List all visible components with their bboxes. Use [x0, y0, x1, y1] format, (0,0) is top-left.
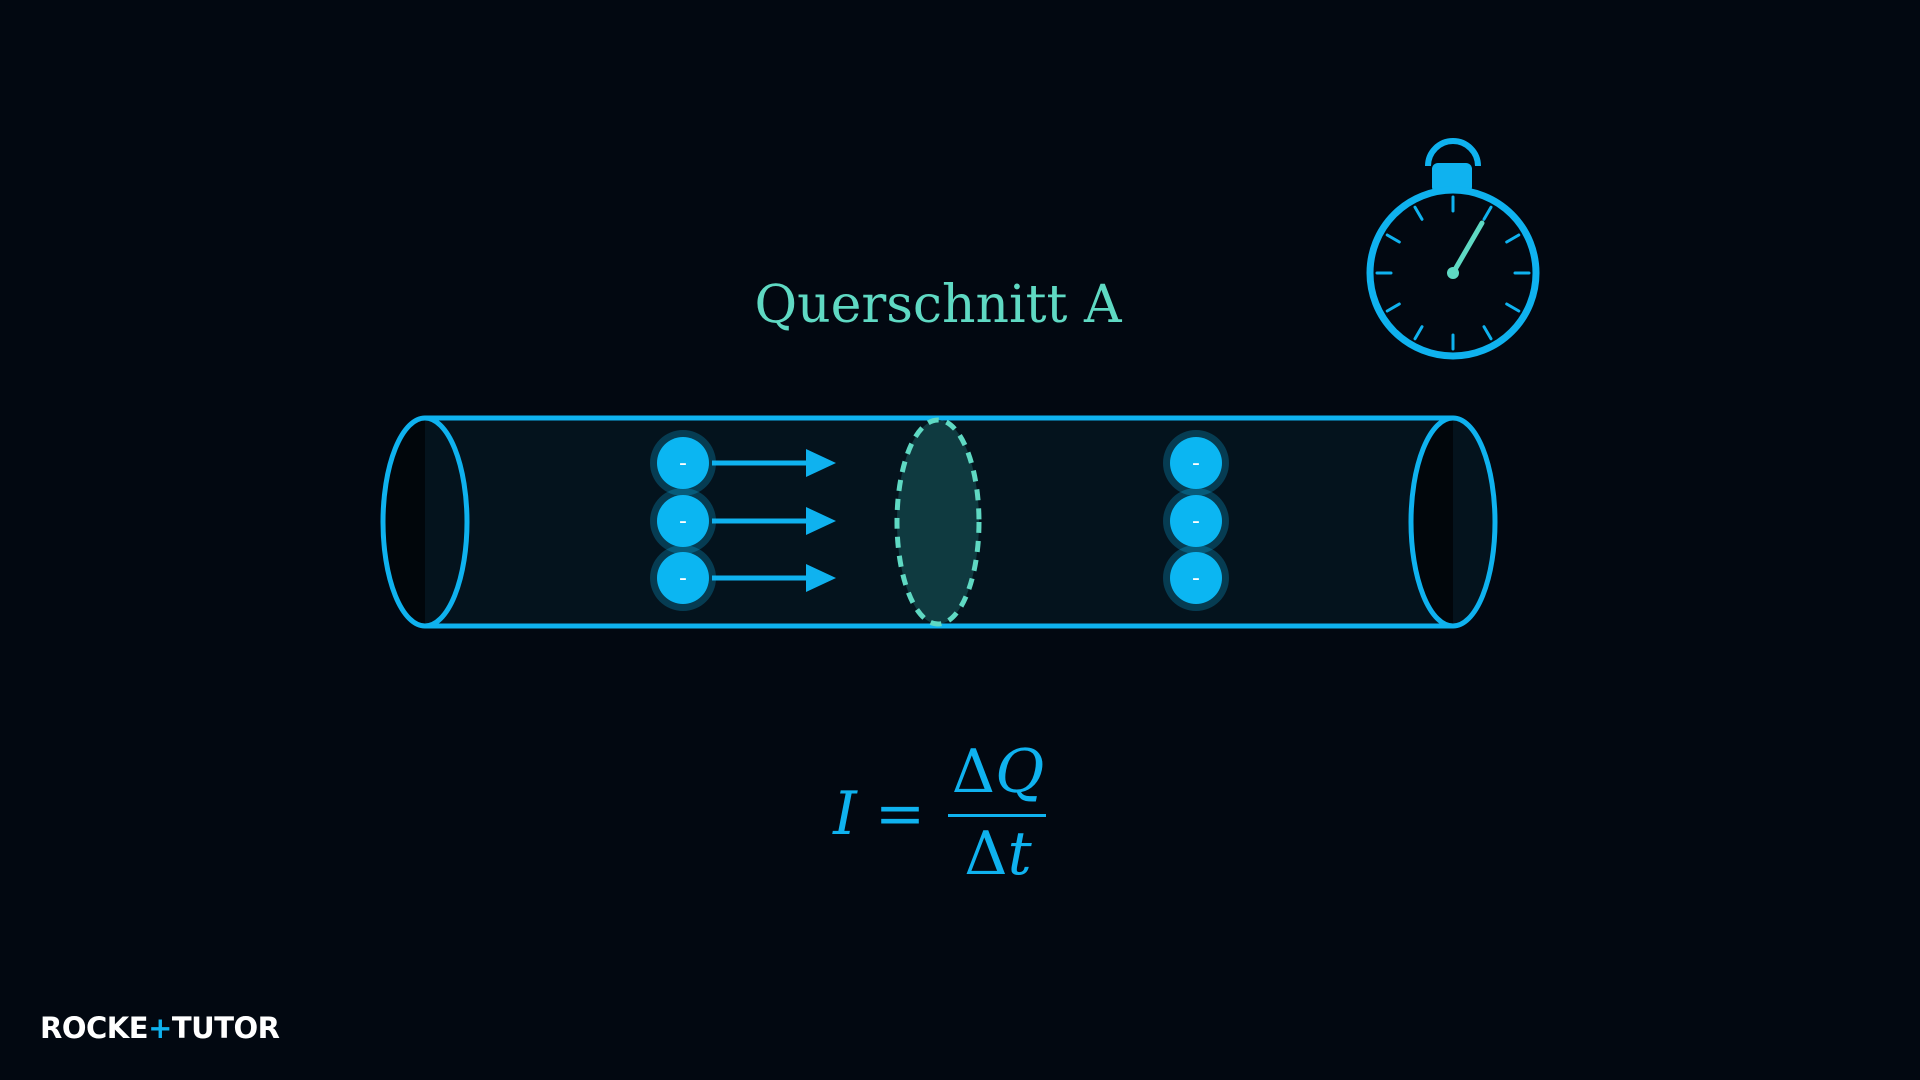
cross-section-label: Querschnitt A — [754, 275, 1122, 335]
formula-lhs: I — [832, 779, 858, 849]
electron-group-left: - - - — [650, 430, 836, 611]
electron-group-right: - - - — [1163, 430, 1229, 611]
svg-text:-: - — [679, 509, 687, 534]
stopwatch-tick — [1482, 325, 1493, 341]
electron: - — [1163, 545, 1229, 611]
stopwatch-tick — [1505, 302, 1521, 313]
brand-logo: ROCKE+TUTOR — [40, 1011, 280, 1045]
svg-text:-: - — [679, 451, 687, 476]
flow-arrow — [712, 564, 836, 592]
formula-equals: = — [875, 779, 925, 849]
stopwatch-tick — [1413, 325, 1424, 341]
electron: - — [1163, 488, 1229, 554]
current-formula: I = ΔQ Δt — [832, 737, 1046, 889]
flow-arrow — [712, 449, 836, 477]
wire-left-end — [380, 415, 470, 629]
stopwatch-tick — [1482, 205, 1493, 221]
wire-right-end — [1408, 415, 1498, 629]
electron: - — [1163, 430, 1229, 496]
cross-section-ellipse — [894, 417, 982, 627]
stopwatch-tick — [1385, 233, 1401, 244]
svg-text:-: - — [1192, 509, 1200, 534]
formula-denominator: Δt — [964, 819, 1032, 889]
svg-text:-: - — [1192, 451, 1200, 476]
stopwatch-icon — [1366, 138, 1540, 360]
electron: - — [650, 430, 716, 496]
formula-numerator: ΔQ — [952, 737, 1045, 807]
svg-text:-: - — [1192, 566, 1200, 591]
electron: - — [650, 488, 716, 554]
fraction-bar — [948, 814, 1046, 817]
svg-text:-: - — [679, 566, 687, 591]
electron: - — [650, 545, 716, 611]
stopwatch-tick — [1385, 302, 1401, 313]
flow-arrow — [712, 507, 836, 535]
stopwatch-tick — [1505, 233, 1521, 244]
stopwatch-tick — [1413, 205, 1424, 221]
